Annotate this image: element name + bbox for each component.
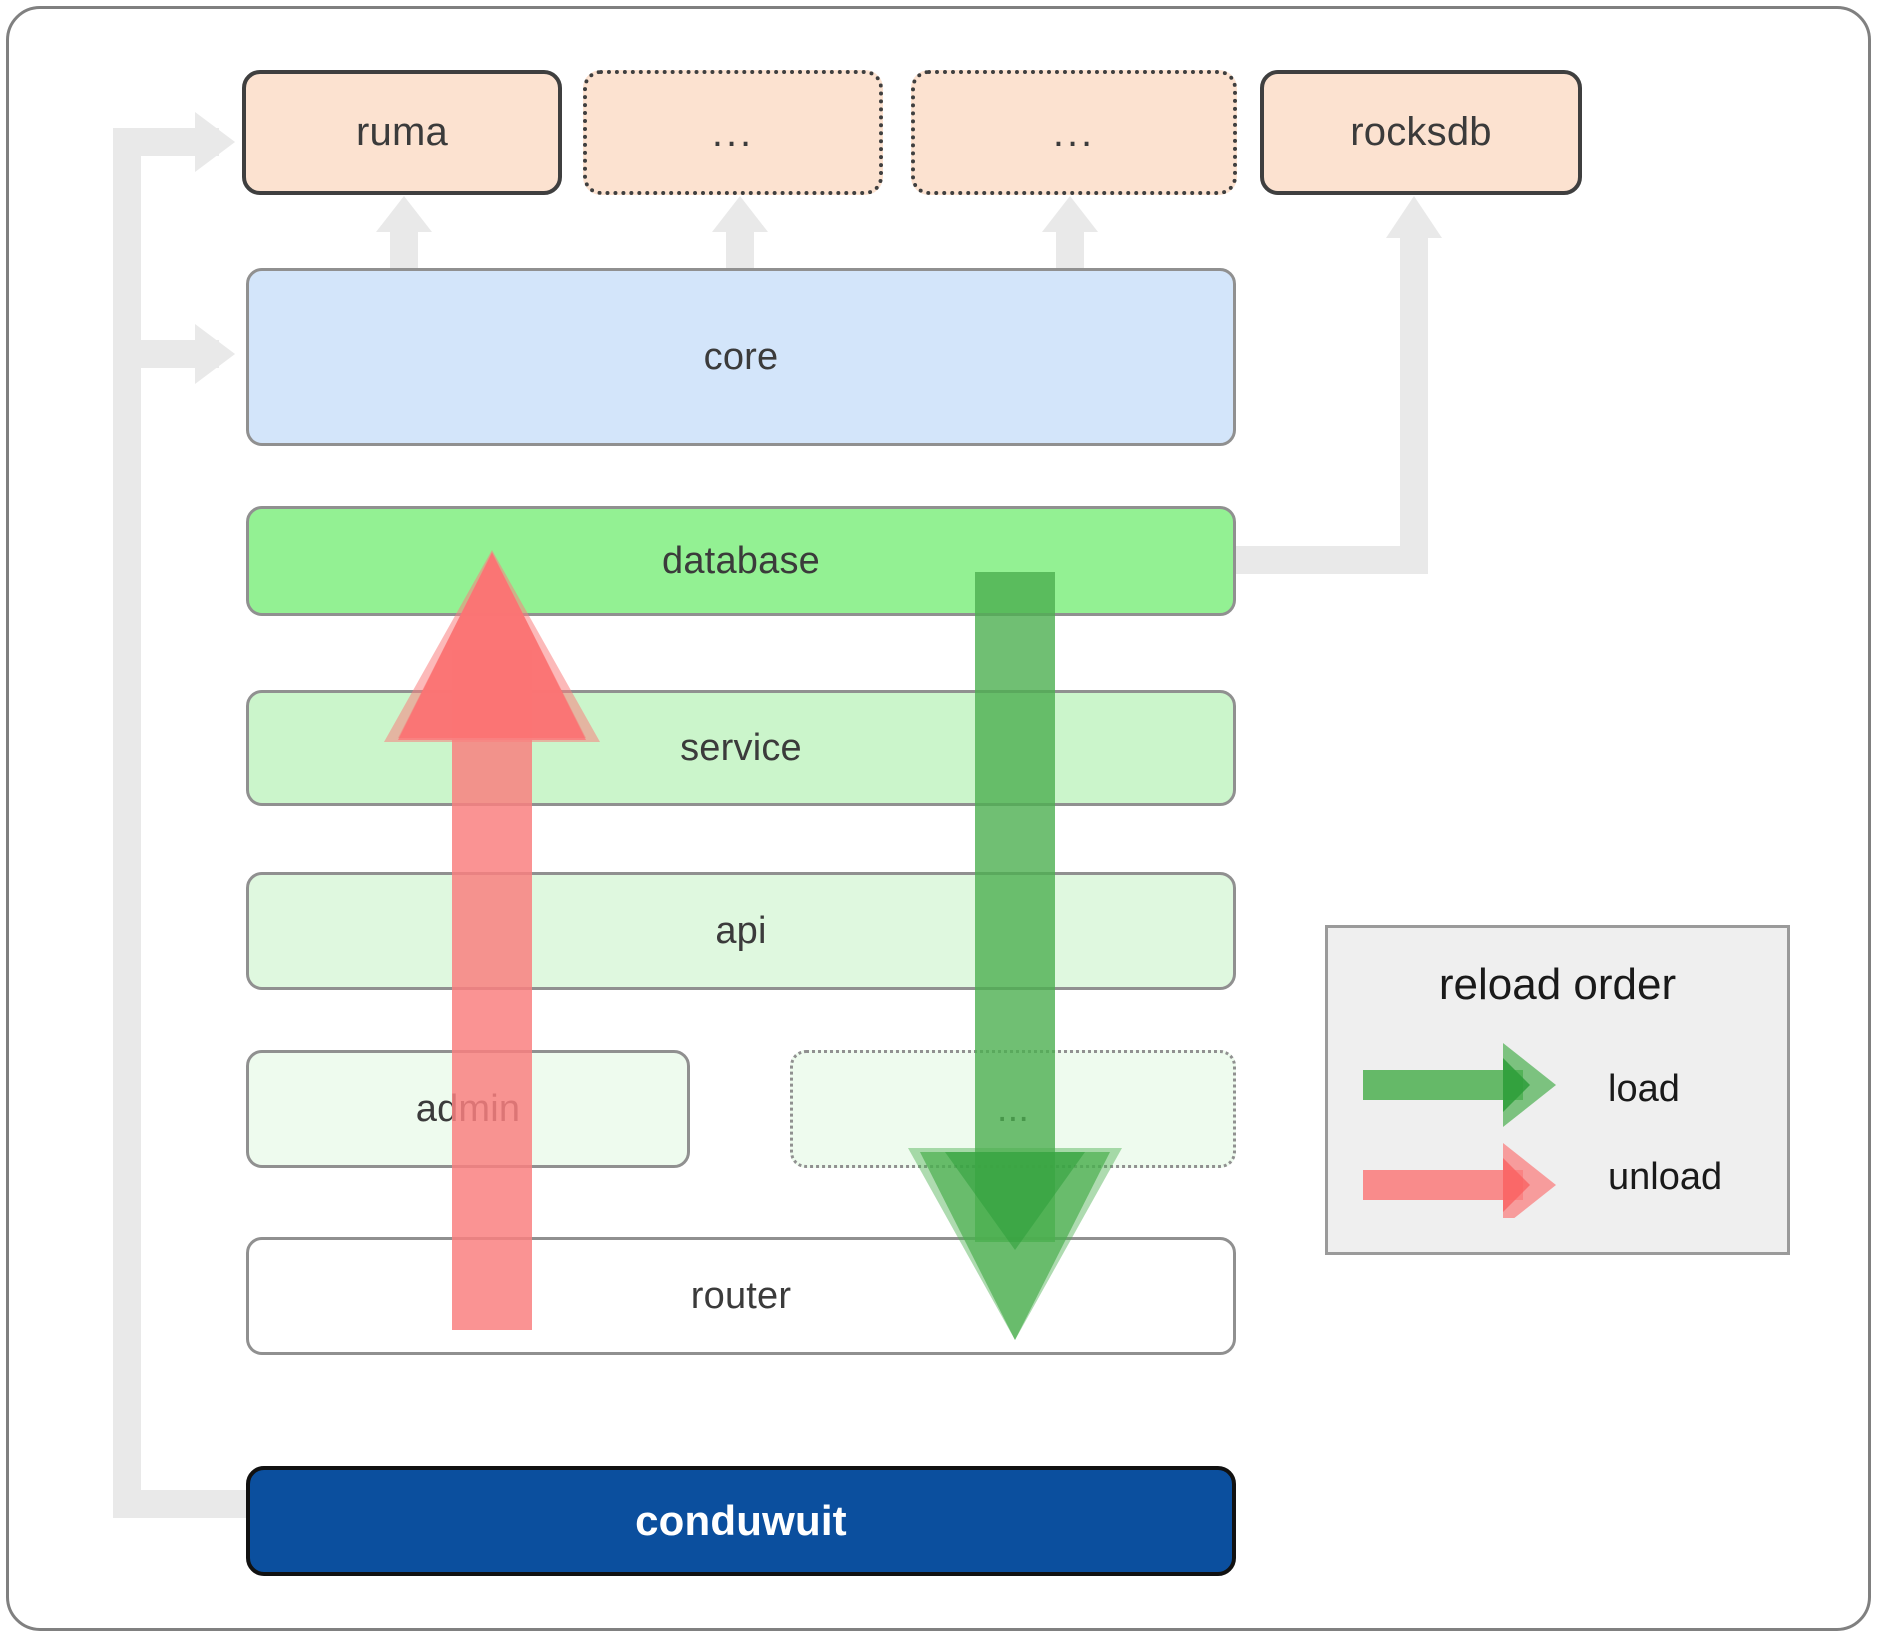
legend-load-arrow-icon (1363, 1043, 1556, 1127)
layer-box-service[interactable]: service (246, 690, 1236, 806)
dependency-label-2: ... (711, 110, 755, 155)
layer-label-core: core (703, 335, 779, 378)
dependency-label-3: ... (1052, 110, 1096, 155)
connector-arrowhead-core-to-ruma (376, 196, 432, 232)
dependency-box-3[interactable]: ... (911, 70, 1237, 195)
legend-unload-arrow-icon (1363, 1143, 1556, 1218)
dependency-box-rocksdb[interactable]: rocksdb (1260, 70, 1582, 195)
connector-arrowhead-ruma (195, 112, 235, 172)
layer-label-router: router (690, 1274, 792, 1317)
legend-label-load: load (1608, 1068, 1680, 1110)
dependency-label-ruma: ruma (356, 110, 448, 154)
layer-box-core[interactable]: core (246, 268, 1236, 446)
connector-database-to-rocksdb-horizontal (1228, 546, 1428, 574)
connector-app-to-stack-bottom (113, 1490, 248, 1518)
layer-box-database[interactable]: database (246, 506, 1236, 616)
layer-box-router[interactable]: router (246, 1237, 1236, 1355)
connector-arrowhead-core-to-dep2 (712, 196, 768, 232)
layer-box-dots[interactable]: ... (790, 1050, 1236, 1168)
layer-box-api[interactable]: api (246, 872, 1236, 990)
legend-panel: reload order load unload (1325, 925, 1790, 1255)
legend-title: reload order (1438, 960, 1677, 1009)
layer-label-admin: admin (415, 1087, 521, 1130)
legend-arrow-icons (1363, 1043, 1556, 1218)
layer-label-service: service (680, 726, 802, 769)
layer-label-dots: ... (996, 1087, 1030, 1130)
dependency-box-ruma[interactable]: ruma (242, 70, 562, 195)
dependency-label-rocksdb: rocksdb (1350, 110, 1492, 154)
connector-database-to-rocksdb-vertical (1400, 232, 1428, 562)
connector-arrowhead-core (195, 324, 235, 384)
application-box-conduwuit[interactable]: conduwuit (246, 1466, 1236, 1576)
layer-label-api: api (715, 909, 767, 952)
connector-app-to-stack-trunk (113, 128, 141, 1518)
layer-box-admin[interactable]: admin (246, 1050, 690, 1168)
connector-arrowhead-core-to-dep3 (1042, 196, 1098, 232)
legend-label-unload: unload (1608, 1156, 1723, 1198)
application-label: conduwuit (635, 1497, 847, 1544)
dependency-box-2[interactable]: ... (583, 70, 883, 195)
connector-arrowhead-rocksdb (1386, 196, 1442, 238)
diagram-frame (6, 6, 1871, 1631)
layer-label-database: database (662, 539, 820, 582)
